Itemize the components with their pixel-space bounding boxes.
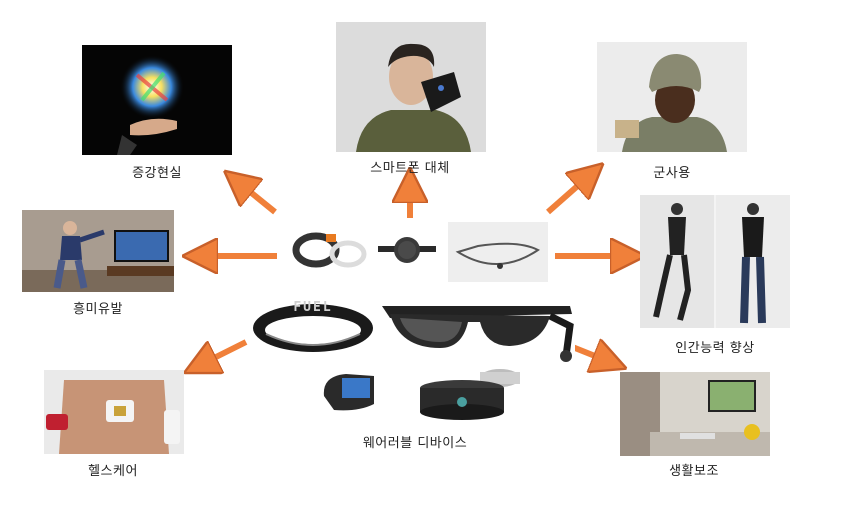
military-image [597,42,747,152]
smartphone-image [336,22,486,152]
ar-label: 증강현실 [132,166,182,181]
band-devices-image [416,364,522,422]
healthcare-image [44,370,184,454]
healthcare-label: 헬스케어 [88,464,138,479]
arrow-to-ar [238,182,277,215]
fuel-band-device-image [248,294,378,358]
fuel-band-text: FUEL [293,300,333,315]
entertainment-image [22,210,174,292]
wristband-device-image [286,220,370,282]
smartwatch-device-image [318,366,380,418]
arrow-to-healthcare [200,339,248,365]
ar-image [82,45,232,155]
smart-glasses-device-image [380,296,575,368]
life-assist-image [620,372,770,456]
life-assist-label: 생활보조 [669,464,719,479]
necklace-device-image [448,222,548,282]
smartphone-label: 스마트폰 대체 [370,161,450,176]
entertainment-label: 흥미유발 [73,302,123,317]
center-label: 웨어러블 디바이스 [362,436,468,451]
human-enhance-label: 인간능력 향상 [675,341,755,356]
round-watch-device-image [376,230,438,270]
arrow-to-military [546,175,590,215]
human-enhance-image [640,195,790,328]
military-label: 군사용 [653,166,691,181]
